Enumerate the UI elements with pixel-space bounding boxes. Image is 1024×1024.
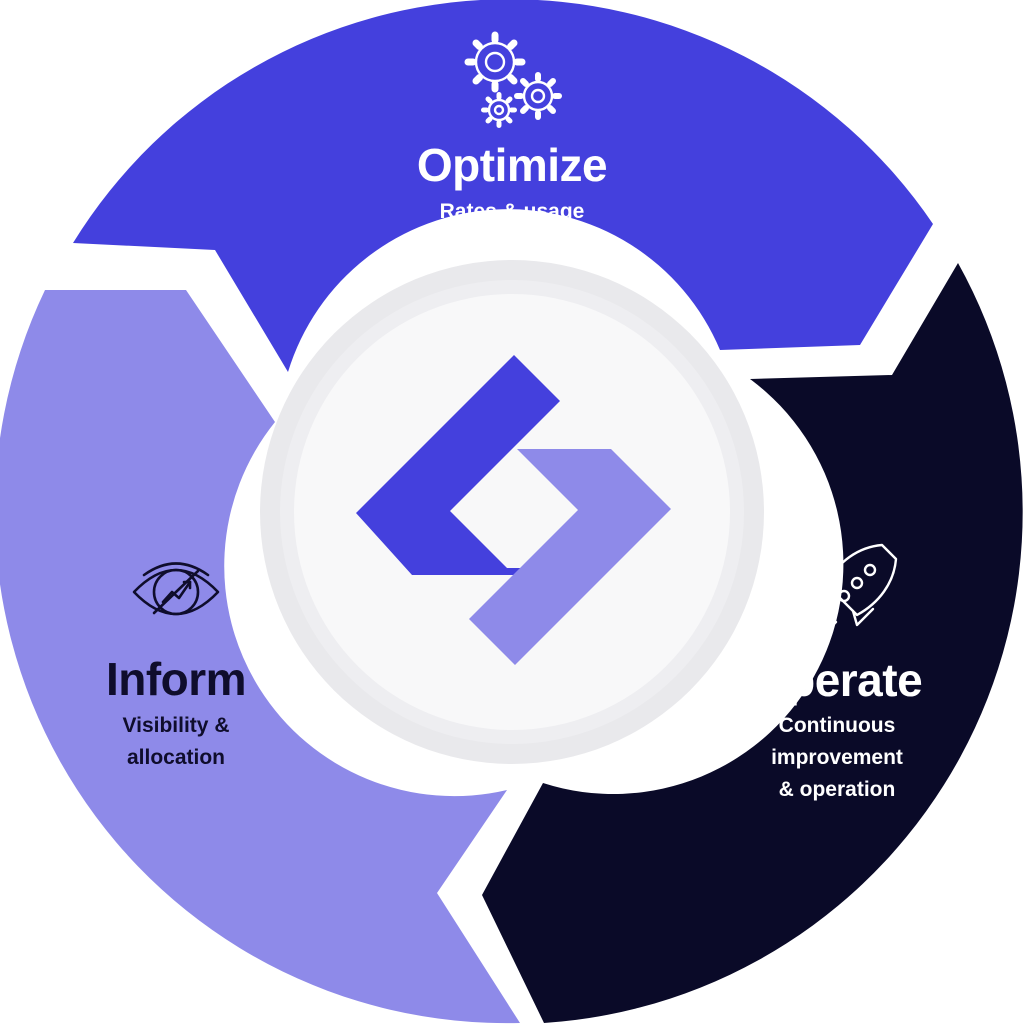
operate-subtitle-line-1: Continuous bbox=[778, 714, 896, 737]
inform-subtitle-line-2: allocation bbox=[126, 746, 226, 769]
chevron-brackets-logo bbox=[356, 355, 671, 665]
center-disc bbox=[294, 294, 730, 730]
logo-left-chevron bbox=[356, 355, 580, 575]
operate-title: Operate bbox=[751, 654, 923, 706]
eye-chart-icon bbox=[132, 562, 220, 616]
optimize-title: Optimize bbox=[416, 139, 608, 191]
segment-optimize bbox=[73, 0, 933, 372]
logo-right-chevron bbox=[469, 449, 671, 665]
inform-title: Inform bbox=[105, 653, 247, 705]
segment-inform bbox=[0, 290, 520, 1024]
operate-subtitle-line-2: improvement bbox=[771, 746, 903, 769]
operate-subtitle-line-3: & operation bbox=[778, 778, 896, 801]
gears-icon bbox=[464, 31, 562, 128]
inform-subtitle-line-1: Visibility & bbox=[122, 714, 230, 737]
optimize-subtitle: Rates & usage bbox=[439, 200, 585, 223]
segment-operate bbox=[482, 263, 1023, 1023]
rocket-icon bbox=[809, 543, 898, 633]
